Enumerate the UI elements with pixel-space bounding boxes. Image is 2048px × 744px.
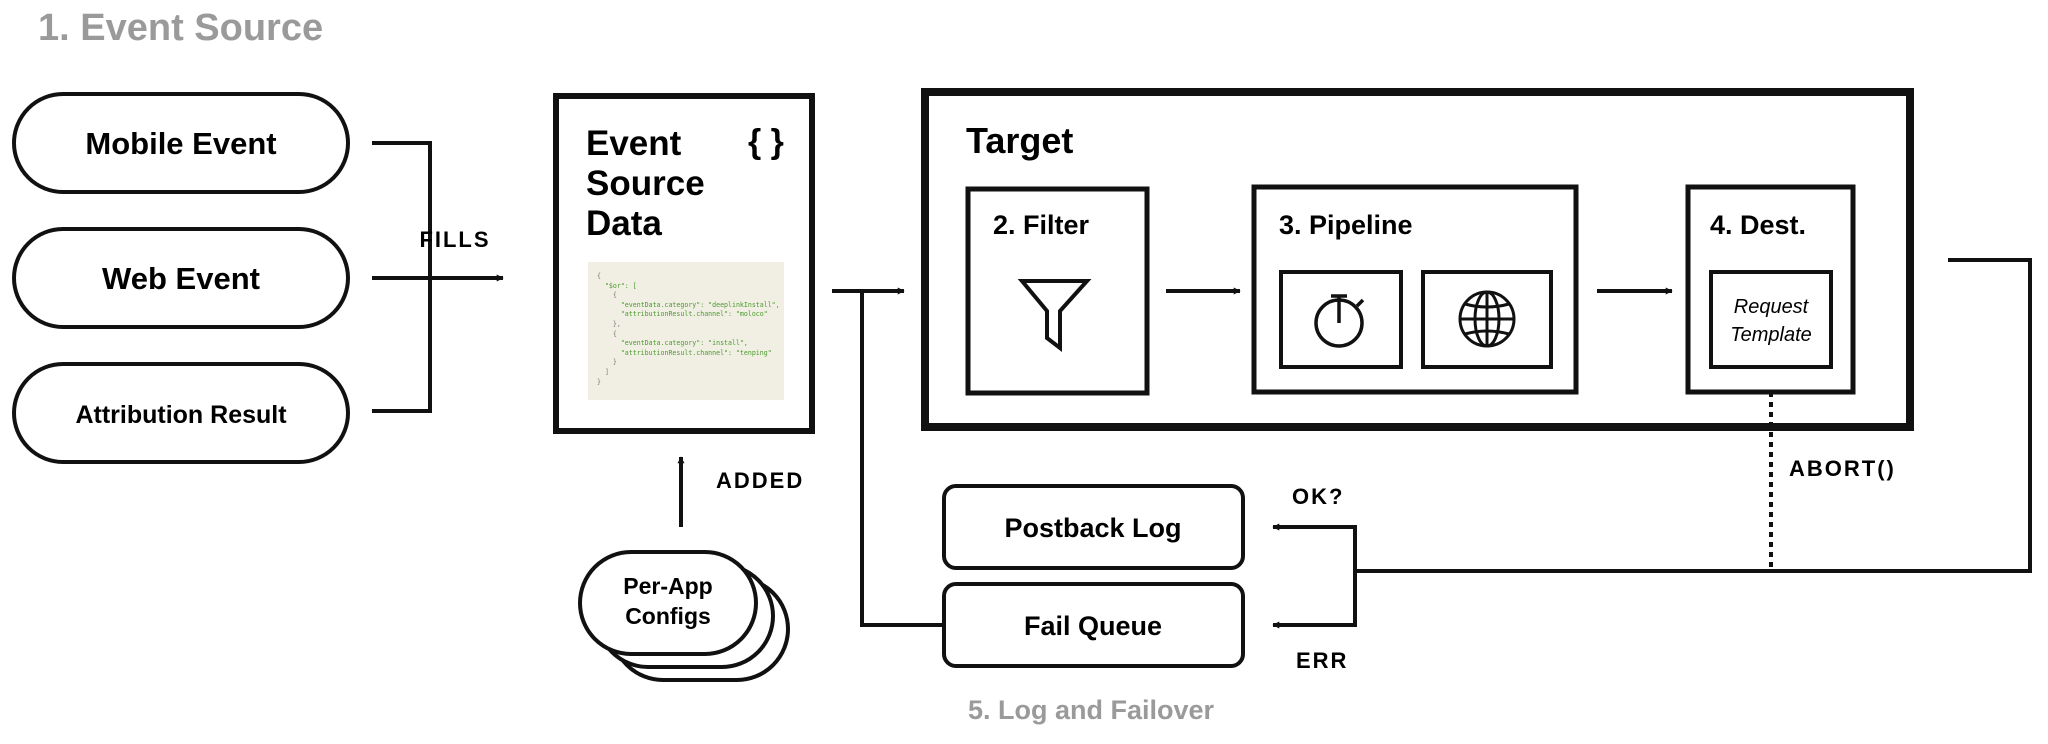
globe-icon bbox=[1458, 290, 1516, 348]
event-source-code-snippet: { "$or": [ { "eventData.category": "deep… bbox=[588, 262, 784, 400]
per-app-configs-stack: Per-App Configs bbox=[578, 550, 790, 682]
dest-box: 4. Dest. Request Template bbox=[1685, 184, 1856, 395]
event-source-data-title-3: Data bbox=[586, 204, 662, 243]
code-obj2-line-2: "attributionResult.channel": "tenping" bbox=[620, 348, 772, 357]
return-path-line bbox=[1355, 258, 2032, 573]
fail-queue-box: Fail Queue bbox=[942, 582, 1245, 668]
event-source-data-title-1: Event bbox=[586, 124, 682, 163]
dest-title: 4. Dest. bbox=[1710, 210, 1806, 240]
funnel-icon bbox=[1017, 279, 1092, 353]
postback-log-label: Postback Log bbox=[1004, 513, 1181, 543]
target-title: Target bbox=[966, 120, 1073, 161]
code-array-close: ] bbox=[604, 367, 609, 376]
web-event-label: Web Event bbox=[102, 261, 260, 296]
pipeline-box: 3. Pipeline bbox=[1251, 184, 1579, 395]
request-template-box bbox=[1709, 270, 1833, 369]
curly-braces-icon: { } bbox=[748, 123, 784, 161]
request-template-line-2: Template bbox=[1730, 324, 1812, 346]
fail-queue-label: Fail Queue bbox=[1024, 611, 1162, 641]
filter-box: 2. Filter bbox=[965, 186, 1150, 396]
section-5-title: 5. Log and Failover bbox=[968, 695, 1215, 725]
web-event-source: Web Event bbox=[12, 227, 350, 329]
fail-queue-loop-line bbox=[860, 293, 944, 627]
per-app-configs-line-2: Configs bbox=[625, 603, 711, 629]
attribution-result-source: Attribution Result bbox=[12, 362, 350, 464]
abort-label: ABORT() bbox=[1789, 456, 1896, 481]
fills-label: FILLS bbox=[419, 227, 490, 252]
postback-log-box: Postback Log bbox=[942, 484, 1245, 570]
code-obj2-close: } bbox=[612, 358, 617, 367]
mobile-event-label: Mobile Event bbox=[85, 126, 276, 161]
code-or-key: "$or": [ bbox=[604, 281, 637, 290]
stopwatch-icon bbox=[1314, 294, 1365, 348]
err-label: ERR bbox=[1296, 648, 1348, 673]
ok-label: OK? bbox=[1292, 484, 1344, 509]
added-label: ADDED bbox=[716, 468, 804, 493]
mobile-event-source: Mobile Event bbox=[12, 92, 350, 194]
ok-branch-line bbox=[1272, 523, 1357, 571]
code-close: } bbox=[597, 377, 601, 386]
request-template-line-1: Request bbox=[1734, 296, 1810, 318]
attribution-result-label: Attribution Result bbox=[75, 401, 287, 429]
code-obj1-close: }, bbox=[612, 319, 621, 328]
per-app-configs-line-1: Per-App bbox=[623, 573, 712, 599]
code-obj2-open: { bbox=[612, 329, 617, 338]
code-open: { bbox=[597, 272, 601, 280]
err-branch-line bbox=[1272, 571, 1357, 629]
event-source-data-title-2: Source bbox=[586, 164, 705, 203]
timer-step bbox=[1279, 270, 1403, 369]
pipeline-title: 3. Pipeline bbox=[1279, 210, 1413, 240]
filter-title: 2. Filter bbox=[993, 210, 1090, 240]
code-obj1-open: { bbox=[612, 291, 617, 300]
code-obj1-line-2: "attributionResult.channel": "moloco" bbox=[620, 310, 768, 319]
section-1-title: 1. Event Source bbox=[38, 7, 323, 49]
code-obj1-line-1: "eventData.category": "deeplinkInstall", bbox=[620, 300, 780, 309]
code-obj2-line-1: "eventData.category": "install", bbox=[620, 339, 748, 348]
